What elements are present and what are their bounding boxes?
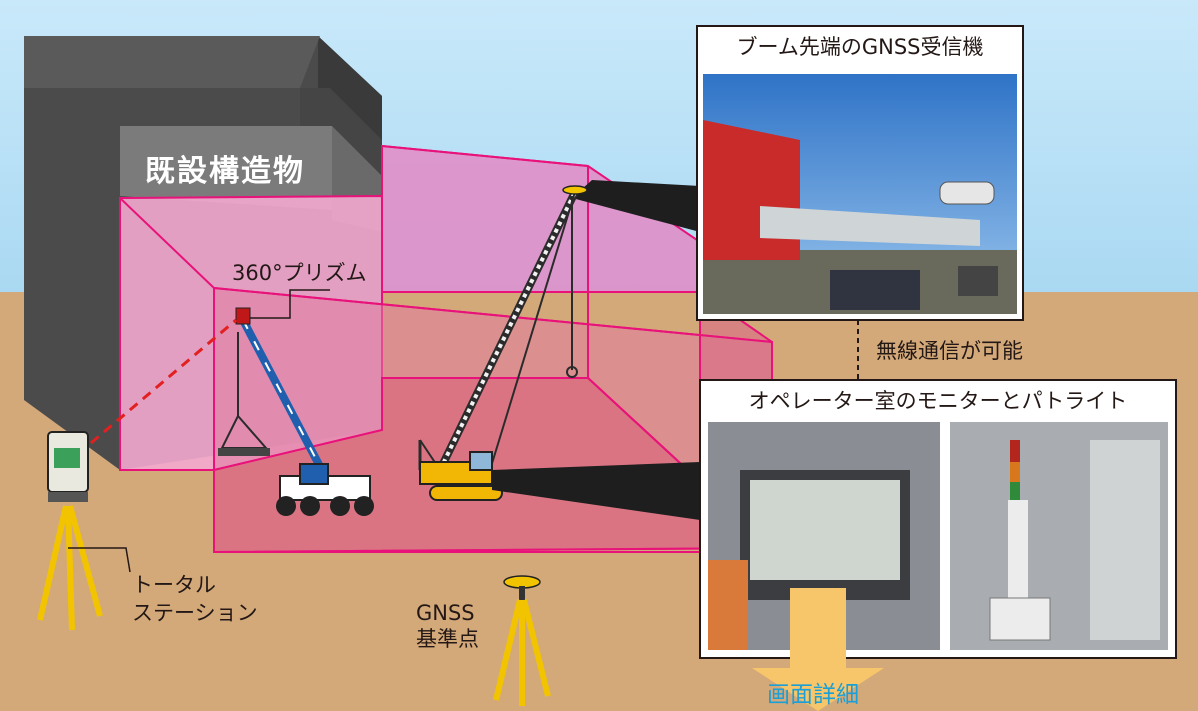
detail-arrow-label: 画面詳細: [767, 682, 859, 708]
gnss-base-label-line2: 基準点: [416, 627, 479, 651]
crawler-crane: [418, 180, 700, 520]
operator-room-photo-panel: [699, 379, 1177, 659]
prism-leader: [250, 289, 330, 319]
operator-room-photo-title: オペレーター室のモニターとパトライト: [704, 384, 1172, 418]
mobile-crane: [218, 307, 374, 516]
gnss-base-tripod: [493, 575, 551, 706]
detail-arrow: [752, 588, 884, 711]
measurement-line: [77, 318, 237, 456]
total-station: [37, 431, 131, 631]
total-station-label-line2: ステーション: [132, 601, 258, 625]
existing-structure-label: 既設構造物: [145, 154, 305, 189]
prism-label: 360°プリズム: [232, 261, 367, 285]
wireless-label: 無線通信が可能: [876, 339, 1023, 363]
boom-gnss-photo-title: ブーム先端のGNSS受信機: [702, 30, 1018, 64]
total-station-label-line1: トータル: [132, 573, 216, 597]
gnss-base-label-line1: GNSS: [416, 601, 475, 625]
boom-gnss-photo-panel: [696, 25, 1024, 321]
